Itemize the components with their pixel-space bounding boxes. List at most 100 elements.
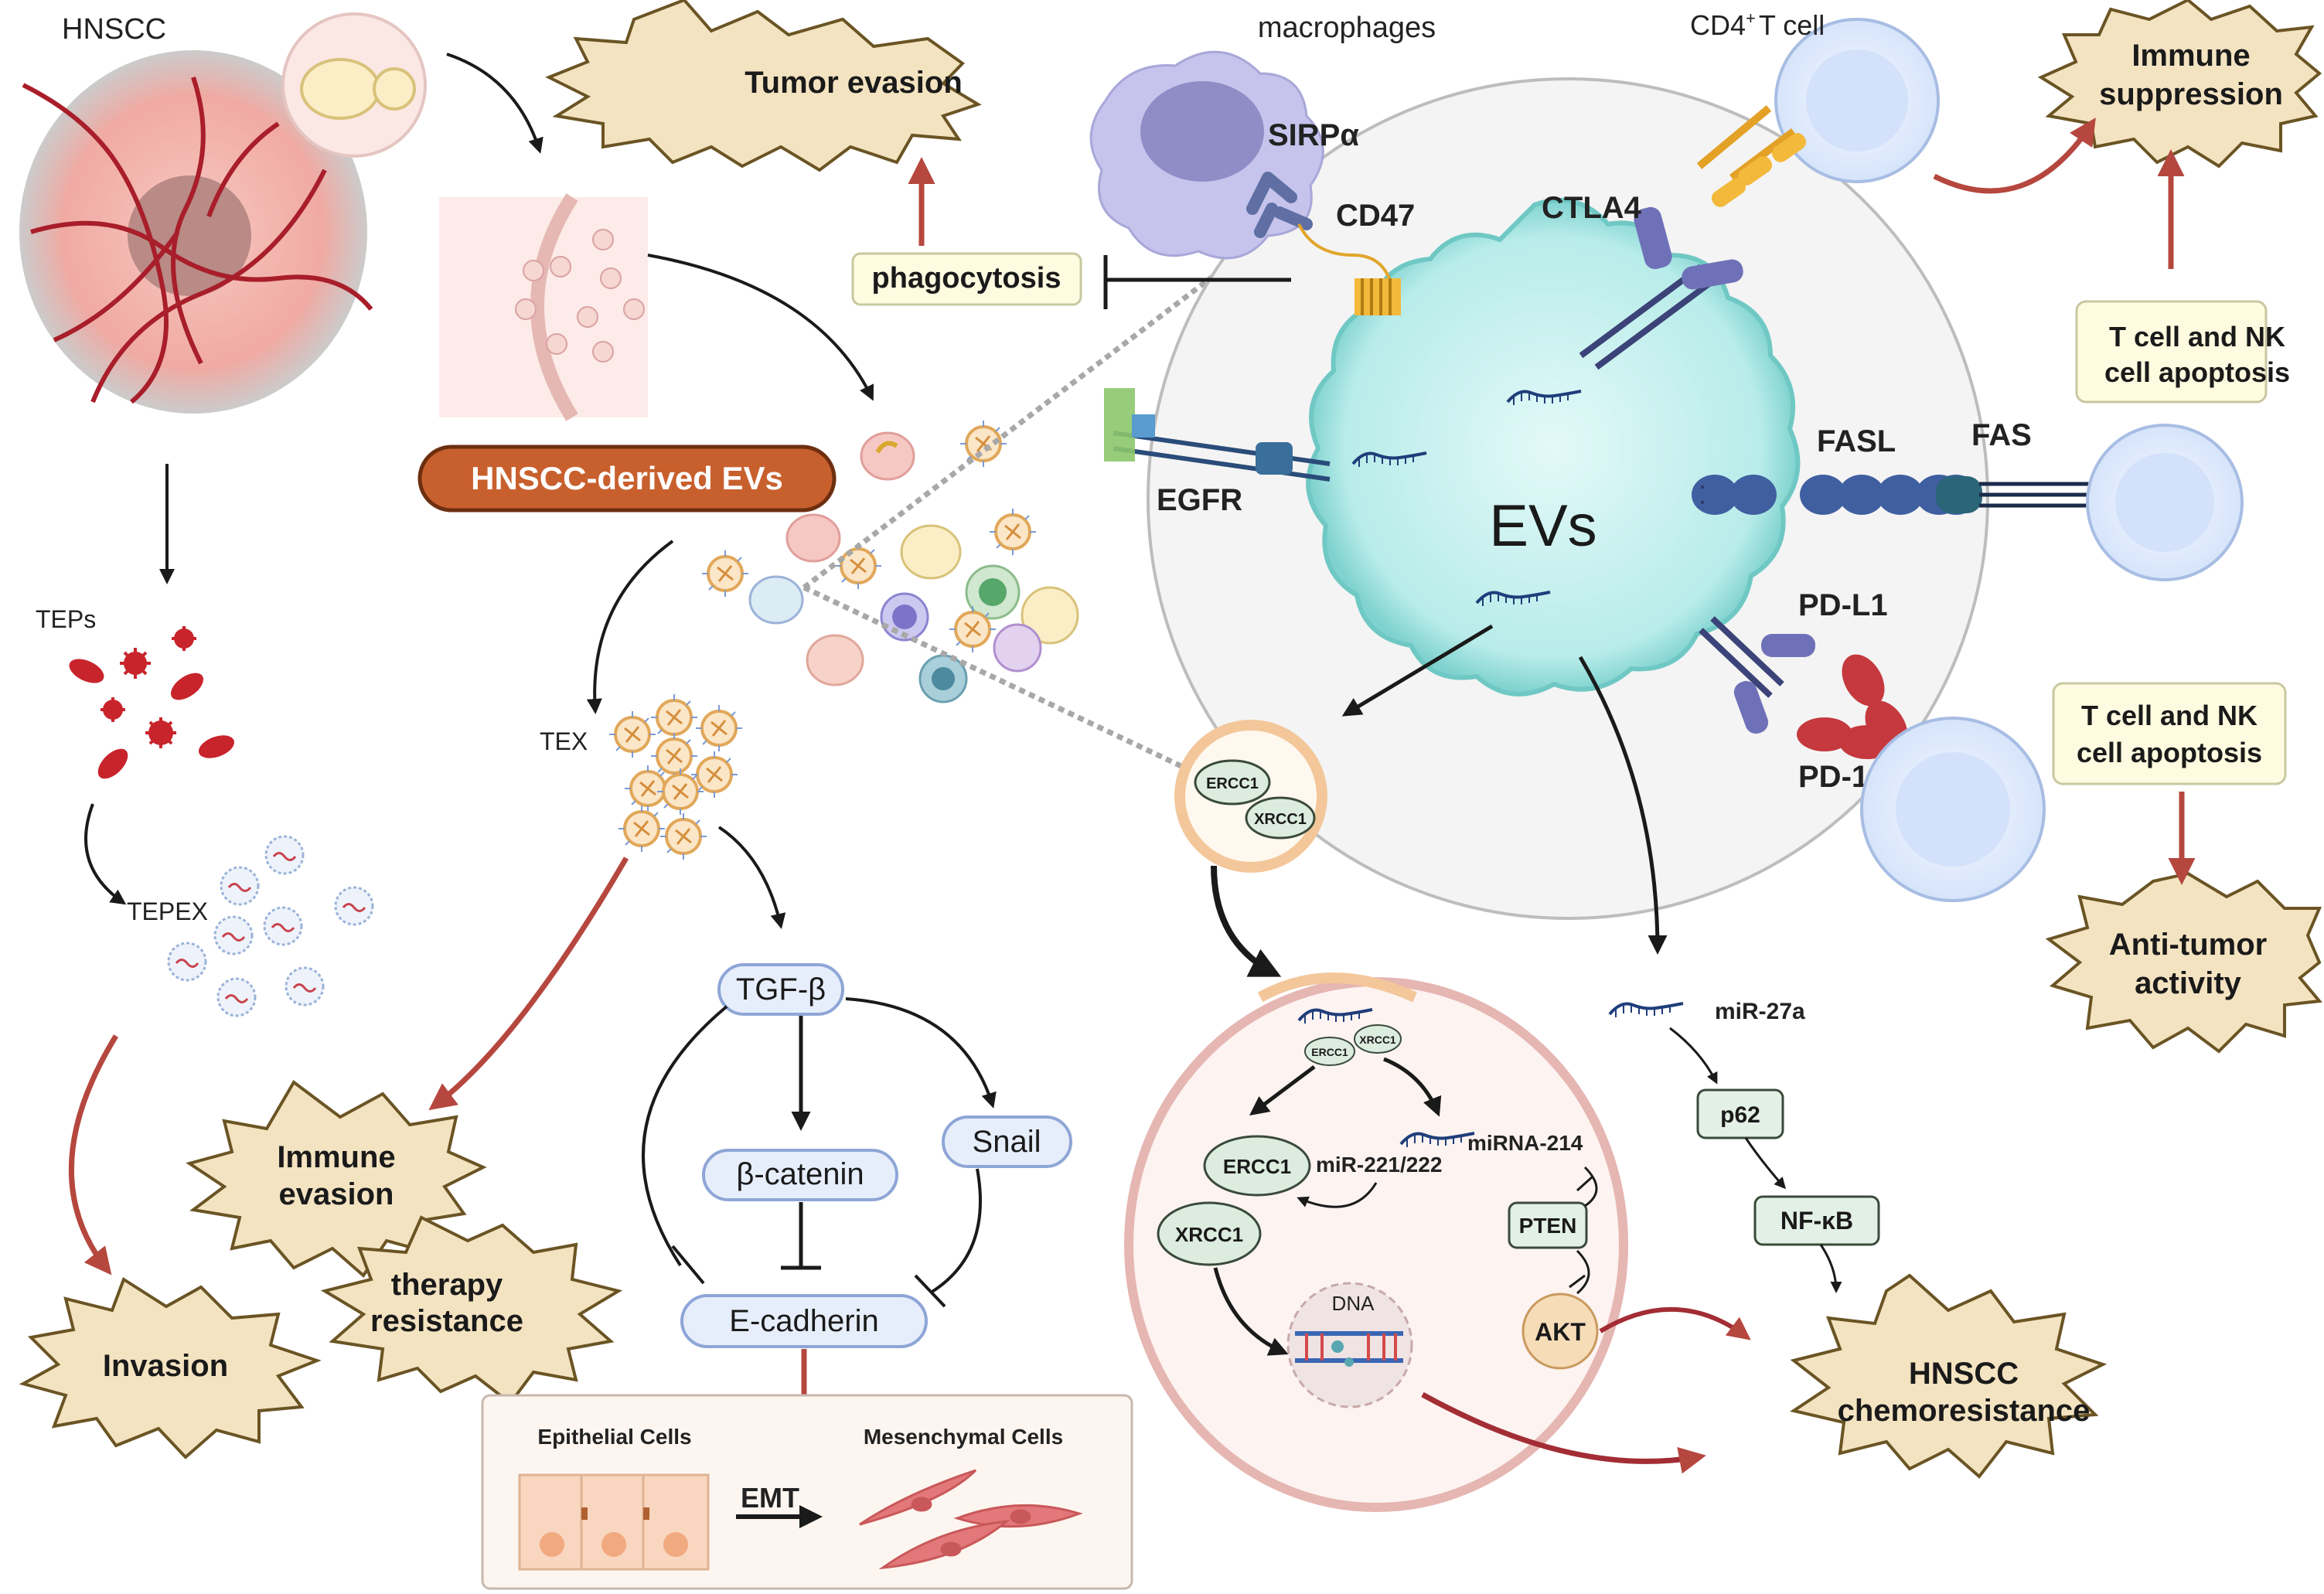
macrophage: macrophages SIRPα [1089, 12, 1436, 260]
emt-pathway: TGF-β β-catenin Snail E-cadherin Epithel… [481, 963, 1133, 1590]
arrow-dna-to-chemoresistance [1421, 1391, 1706, 1474]
tumor-evasion-label: Tumor evasion [745, 66, 963, 100]
burst-immune-evasion: Immune evasion [186, 1080, 487, 1279]
beta-catenin-label: β-catenin [736, 1157, 864, 1191]
mesenchymal-label: Mesenchymal Cells [864, 1425, 1063, 1449]
fasl-fas-complex: FASL FAS [1692, 418, 2095, 515]
tex-exosomes [608, 693, 744, 861]
mesenchymal-cells-icon [859, 1469, 1083, 1570]
cd4-t-cell: CD4+T cell [1690, 9, 1940, 183]
sirpa-cd47-complex: CD47 [1246, 172, 1415, 315]
mir27a-pathway: miR-27a p62 NF-κB [1608, 999, 1880, 1293]
nk-cell-pd1 [1860, 717, 2046, 902]
hnscc-label: HNSCC [62, 13, 166, 46]
ercc1-cell-label: ERCC1 [1223, 1155, 1291, 1178]
cd47-label: CD47 [1336, 199, 1415, 233]
mir221-label: miR-221/222 [1316, 1153, 1442, 1177]
apoptosis1-label-1: T cell and NK [2109, 321, 2285, 353]
budding-vesicle [373, 67, 416, 111]
ercc1-vesicle-label: ERCC1 [1206, 775, 1259, 792]
burst-therapy-resistance: therapy resistance [320, 1215, 623, 1405]
arrow-tumor-to-membrane [446, 53, 544, 154]
burst-tumor-evasion: Tumor evasion [545, 0, 982, 172]
chemoresistance-label-2: chemoresistance [1838, 1394, 2091, 1428]
tgfb-label: TGF-β [736, 972, 826, 1006]
apoptosis1-label-2: cell apoptosis [2104, 356, 2290, 388]
phagocytosis-box: phagocytosis [851, 252, 1082, 306]
evs-banner: HNSCC-derived EVs [417, 444, 837, 513]
pdl1-pd1-complex: PD-L1 PD-1 [1699, 588, 1950, 798]
burst-hnscc-chemoresistance: HNSCC chemoresistance [1790, 1273, 2108, 1479]
anti-tumor-label-1: Anti-tumor [2109, 928, 2267, 962]
epithelial-cells-icon [518, 1473, 710, 1571]
emt-label: EMT [741, 1482, 799, 1514]
immune-evasion-label-1: Immune [277, 1140, 395, 1174]
zoom-line-upper [802, 162, 1363, 590]
immune-evasion-label-2: evasion [279, 1177, 394, 1211]
ev-cluster [700, 419, 1079, 703]
fas-label: FAS [1971, 418, 2032, 452]
arrow-tex-to-immune-evasion [428, 857, 629, 1111]
apoptosis-note-2: T cell and NK cell apoptosis [2052, 682, 2287, 785]
arrow-teps-to-tepex [84, 803, 127, 905]
phagocytosis-label: phagocytosis [872, 262, 1061, 295]
e-cadherin-label: E-cadherin [729, 1304, 878, 1338]
evs-banner-label: HNSCC-derived EVs [471, 460, 783, 496]
akt-label: AKT [1535, 1318, 1586, 1346]
nk-cell-fas [2086, 424, 2244, 581]
evs-core-label: EVs [1489, 493, 1596, 559]
immune-suppression-label-2: suppression [2099, 77, 2283, 111]
egfr-label: EGFR [1157, 483, 1242, 517]
hnscc-tumor-group: HNSCC [19, 12, 427, 414]
nfkb-label: NF-κB [1780, 1207, 1853, 1235]
arrow-akt-to-chemoresistance [1599, 1306, 1751, 1340]
apoptosis2-label-1: T cell and NK [2081, 700, 2258, 731]
burst-invasion: Invasion [19, 1276, 322, 1459]
inhibit-phagocytosis [1103, 255, 1291, 309]
p62-label: p62 [1720, 1102, 1760, 1128]
tepex-vesicles [167, 835, 374, 1017]
chemoresistance-label-1: HNSCC [1909, 1357, 2019, 1391]
mir214-label: miRNA-214 [1467, 1131, 1583, 1155]
ev-cell [1306, 197, 1801, 697]
mir27a-label: miR-27a [1715, 999, 1805, 1024]
anti-tumor-label-2: activity [2135, 966, 2242, 1000]
arrow-evs-to-tex [586, 540, 674, 714]
dna-label: DNA [1332, 1292, 1375, 1315]
burst-immune-suppression: Immune suppression [2037, 0, 2322, 169]
ev-release-panel [439, 193, 648, 421]
arrow-vesicle-to-cell [1211, 865, 1282, 977]
invasion-label: Invasion [103, 1349, 228, 1383]
immune-suppression-label-1: Immune [2131, 39, 2250, 73]
epithelial-label: Epithelial Cells [537, 1425, 691, 1449]
arrow-cd4-to-immune-suppression [1933, 118, 2096, 194]
therapy-resistance-label-2: resistance [370, 1304, 523, 1338]
pten-label: PTEN [1519, 1214, 1577, 1238]
tex-label: TEX [540, 727, 588, 755]
secreting-cell [300, 58, 380, 120]
ctla4-label: CTLA4 [1542, 191, 1642, 225]
arrow-evs-to-mir27a [1578, 656, 1668, 955]
egfr-receptor: EGFR [1104, 388, 1331, 517]
sirpa-label: SIRPα [1268, 118, 1359, 152]
fasl-label: FASL [1817, 424, 1896, 458]
xrcc1-vesicle-label: XRCC1 [1254, 811, 1307, 828]
tepex-label: TEPEX [127, 897, 208, 925]
burst-anti-tumor-activity: Anti-tumor activity [2045, 871, 2322, 1054]
teps-label: TEPs [36, 605, 96, 633]
ercc1-vesicle: ERCC1 XRCC1 [1174, 720, 1327, 873]
blood-vessels [22, 77, 373, 404]
arrow-evs-to-ercc1-vesicle [1341, 624, 1494, 717]
pd1-label: PD-1 [1798, 760, 1869, 794]
recipient-cell: ERCC1 XRCC1 ERCC1 miR-221/222 miRNA-214 … [1124, 972, 1628, 1512]
cd4-t-cell-label: CD4+T cell [1690, 9, 1825, 41]
apoptosis-note-1: T cell and NK cell apoptosis [2075, 300, 2290, 404]
xrcc1-small-label: XRCC1 [1359, 1034, 1396, 1046]
arrow-tex-to-tgfb [717, 826, 786, 929]
therapy-resistance-label-1: therapy [391, 1268, 503, 1302]
ercc1-small-label: ERCC1 [1311, 1046, 1348, 1058]
ctla4-receptor: CTLA4 [1542, 105, 1807, 370]
snail-label: Snail [973, 1125, 1041, 1159]
arrow-tepex-to-invasion [68, 1034, 118, 1276]
